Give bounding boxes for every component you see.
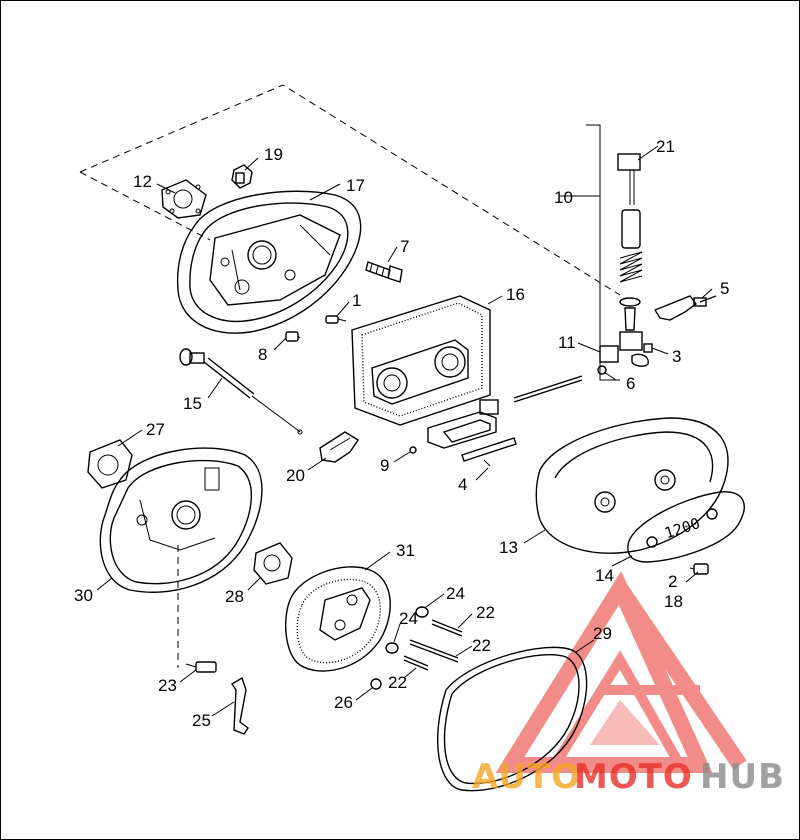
callout-6: 6: [626, 374, 635, 393]
part-26-nut: [370, 678, 382, 690]
part-5-clamp: [653, 295, 717, 321]
callout-4: 4: [458, 475, 467, 494]
callout-21: 21: [656, 137, 675, 156]
callout-20: 20: [286, 466, 305, 485]
callout-26: 26: [334, 693, 353, 712]
part-10-choke-plunger-assembly: [586, 124, 643, 381]
part-27-gasket: [87, 439, 133, 489]
part-8-screw: [285, 331, 301, 342]
callout-25: 25: [192, 711, 211, 730]
part-28-gasket: [253, 542, 293, 585]
callout-24-upper: 24: [446, 584, 465, 603]
part-25-breather-tube: [231, 676, 249, 735]
callout-22-upper: 22: [476, 603, 495, 622]
watermark-hub: HUB: [700, 757, 785, 797]
callout-17: 17: [346, 176, 365, 195]
callout-13: 13: [499, 538, 518, 557]
callout-29: 29: [593, 624, 612, 643]
watermark-auto: AUTO: [472, 757, 581, 797]
part-22-bolt-lower: [403, 655, 429, 671]
callout-31: 31: [396, 541, 415, 560]
part-22-bolt-upper: [431, 619, 463, 637]
part-24-washer-upper: [415, 606, 429, 618]
callout-8: 8: [258, 345, 267, 364]
assembly-guide-lines: [79, 84, 621, 668]
part-24-washer-lower: [385, 642, 399, 654]
part-17-backplate: [176, 190, 362, 334]
part-2-screw: [689, 563, 709, 575]
part-14-trim-badge: 1200: [627, 491, 745, 563]
part-4-plate: [461, 437, 517, 467]
part-9-nut: [409, 446, 417, 454]
part-22-bolt-mid: [409, 639, 459, 663]
part-13-air-cleaner-cover: [535, 417, 729, 554]
callout-18: 18: [664, 592, 683, 611]
callout-22-mid: 22: [472, 636, 491, 655]
part-20-bracket: [319, 431, 359, 463]
callout-28: 28: [225, 587, 244, 606]
leader-lines: [96, 145, 713, 717]
part-23-screw: [185, 661, 217, 673]
part-30-backplate: [99, 447, 263, 593]
callout-5: 5: [720, 279, 729, 298]
part-7-breather-bolt: [365, 261, 403, 283]
callout-14: 14: [595, 566, 614, 585]
callout-1: 1: [352, 291, 361, 310]
callout-27: 27: [146, 420, 165, 439]
callout-16: 16: [506, 285, 525, 304]
callout-15: 15: [183, 394, 202, 413]
callout-2: 2: [668, 572, 677, 591]
callout-3: 3: [672, 347, 681, 366]
callout-12: 12: [133, 172, 152, 191]
callout-30: 30: [74, 586, 93, 605]
cover-badge-text: 1200: [662, 514, 702, 542]
part-1-screw: [325, 315, 347, 324]
callout-24-lower: 24: [399, 609, 418, 628]
callout-11: 11: [558, 333, 576, 352]
part-19-fitting: [231, 164, 253, 189]
callout-numbers: 12 19 17 7 1 16 8 15 27 20 9 4 10 21 5 1…: [74, 137, 729, 730]
watermark-logo: [495, 571, 747, 773]
part-15-choke-cable: [179, 348, 303, 435]
part-bracket-assembly: [427, 399, 499, 449]
part-12-gasket: [161, 179, 207, 219]
part-16-filter-element: [351, 295, 491, 426]
callout-19: 19: [264, 145, 283, 164]
callout-22-lower: 22: [388, 673, 407, 692]
callout-10: 10: [554, 188, 573, 207]
part-11-plunger-nut: [599, 345, 619, 363]
part-29-cover-seal: [437, 646, 588, 792]
part-6-rod: [513, 365, 607, 403]
part-31-filter-element: [285, 566, 391, 672]
watermark-text: AUTO MOTO HUB: [472, 757, 785, 797]
callout-7: 7: [400, 237, 409, 256]
callout-23: 23: [158, 676, 177, 695]
watermark-moto: MOTO: [574, 757, 693, 797]
callout-9: 9: [380, 456, 389, 475]
